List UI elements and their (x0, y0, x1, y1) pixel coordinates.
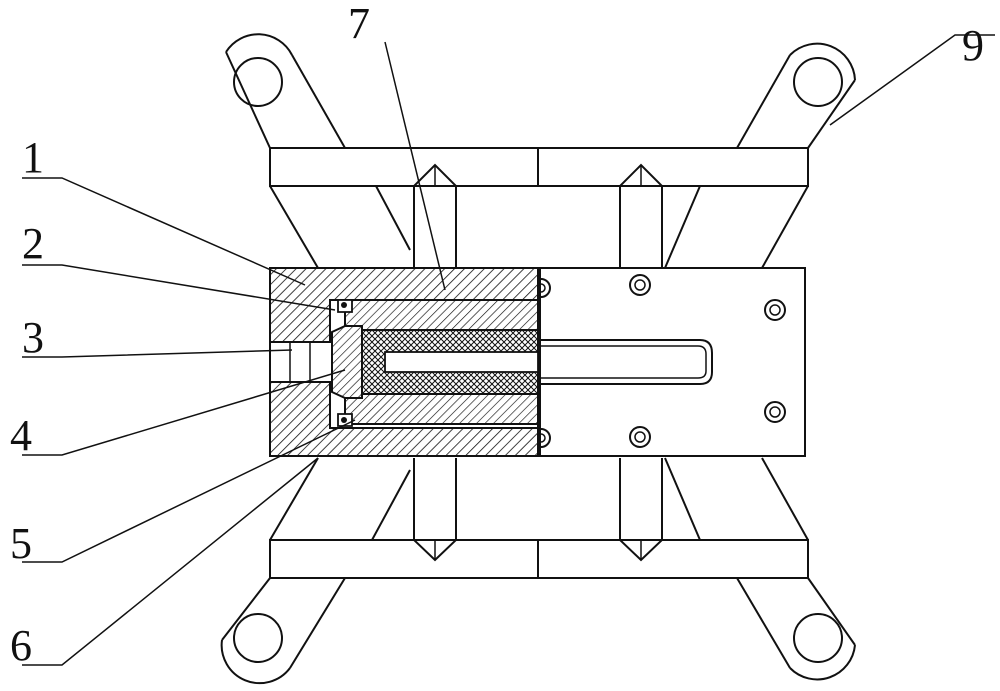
leader-6 (22, 457, 319, 666)
label-6: 6 (10, 621, 32, 670)
upper-right-pin-hole (793, 57, 843, 107)
upper-left-post (413, 163, 457, 268)
housing-section (269, 267, 539, 457)
label-3: 3 (22, 313, 44, 362)
lower-left-pin-hole (233, 613, 283, 663)
lower-left-post (413, 458, 457, 562)
lower-right-pin-hole (793, 613, 843, 663)
upper-right-arm (664, 42, 856, 269)
leader-lines (22, 34, 995, 666)
bottom-crossbar (269, 539, 809, 579)
lower-right-post (619, 458, 663, 562)
bolt (629, 426, 651, 448)
bolt (764, 401, 786, 423)
label-5: 5 (10, 519, 32, 568)
label-9: 9 (962, 21, 984, 70)
leader-9 (829, 34, 995, 126)
main-plate (531, 267, 806, 457)
lower-right-arm (664, 457, 856, 681)
leader-1 (22, 177, 306, 286)
lower-left-arm (220, 457, 411, 685)
label-7: 7 (348, 0, 370, 48)
upper-right-post (619, 163, 663, 268)
leader-7 (384, 41, 446, 291)
label-2: 2 (22, 219, 44, 268)
leader-2 (22, 264, 336, 311)
leader-3 (22, 349, 293, 358)
upper-left-pin-hole (233, 57, 283, 107)
bolt (764, 299, 786, 321)
label-4: 4 (10, 411, 32, 460)
label-1: 1 (22, 133, 44, 182)
leader-4 (22, 369, 346, 456)
top-crossbar (269, 147, 809, 187)
bolt (629, 274, 651, 296)
upper-left-arm (225, 33, 411, 269)
leader-5 (22, 419, 356, 563)
